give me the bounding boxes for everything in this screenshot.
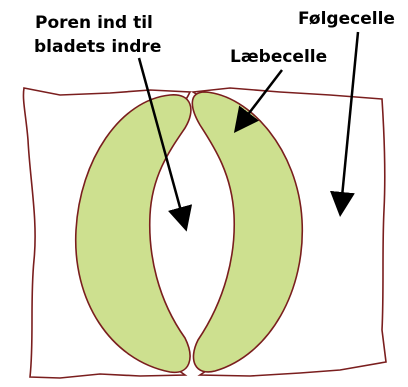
subsidiary-cell-label: Følgecelle — [298, 8, 395, 30]
guard-cell-label: Læbecelle — [230, 46, 327, 68]
pore-label-line1: Poren ind til — [35, 12, 153, 34]
pore-label-line2: bladets indre — [34, 36, 161, 58]
